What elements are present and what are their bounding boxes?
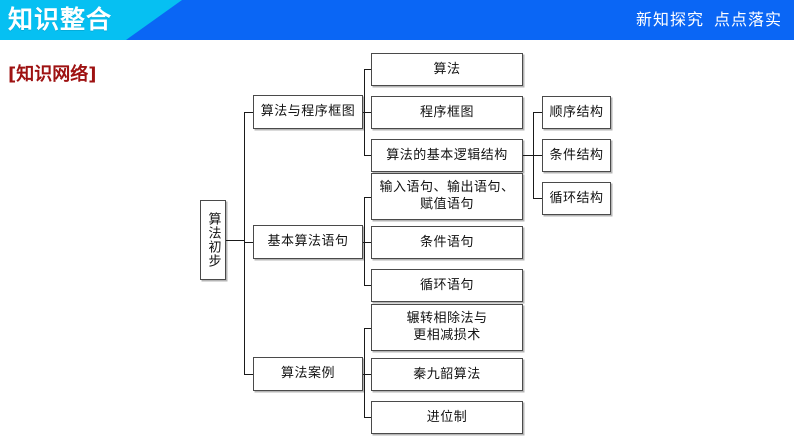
child-node-algorithm[interactable]: 算法 bbox=[371, 53, 523, 86]
grandchild-node-sequence-structure[interactable]: 顺序结构 bbox=[542, 96, 611, 129]
connector-child-3-2-stub bbox=[364, 374, 371, 375]
connector-grandchild-out bbox=[523, 155, 533, 156]
child-node-euclidean-and-subtraction-methods-line2: 更相减损术 bbox=[413, 327, 481, 343]
connector-grandchild-1-stub bbox=[533, 112, 542, 113]
child-node-conditional-statement[interactable]: 条件语句 bbox=[371, 226, 523, 259]
header-tagline: 新知探究点点落实 bbox=[636, 0, 782, 40]
connector-branch-1-stub bbox=[244, 112, 253, 113]
connector-child-2-2-stub bbox=[364, 242, 371, 243]
connector-child-1-2-stub bbox=[364, 112, 371, 113]
connector-child-3-1-stub bbox=[364, 328, 371, 329]
connector-child-2-1-stub bbox=[364, 197, 371, 198]
child-node-number-base-system[interactable]: 进位制 bbox=[371, 401, 523, 434]
connector-grandchild-2-stub bbox=[533, 155, 542, 156]
child-node-qin-jiushao-algorithm[interactable]: 秦九韶算法 bbox=[371, 358, 523, 391]
branch-node-algorithm-cases[interactable]: 算法案例 bbox=[253, 357, 363, 391]
section-label: [知识网络] bbox=[8, 64, 97, 85]
connector-child-1-3-stub bbox=[364, 155, 371, 156]
header-tagline-part-2: 点点落实 bbox=[713, 10, 782, 29]
page-header: 知识整合 新知探究点点落实 bbox=[0, 0, 794, 40]
connector-branch-2-spine bbox=[364, 197, 365, 285]
header-tagline-part-1: 新知探究 bbox=[635, 10, 704, 29]
grandchild-node-conditional-structure[interactable]: 条件结构 bbox=[542, 139, 611, 172]
connector-branch-3-stub bbox=[244, 374, 253, 375]
connector-root-stub bbox=[226, 240, 244, 241]
child-node-io-assignment-statements-line2: 赋值语句 bbox=[419, 196, 474, 212]
child-node-basic-logic-structures[interactable]: 算法的基本逻辑结构 bbox=[371, 139, 523, 172]
child-node-euclidean-and-subtraction-methods[interactable]: 辗转相除法与 更相减损术 bbox=[371, 304, 523, 351]
connector-branch-2-stub bbox=[244, 242, 253, 243]
connector-child-3-3-stub bbox=[364, 417, 371, 418]
connector-grandchild-3-stub bbox=[533, 198, 542, 199]
connector-root-spine bbox=[244, 112, 245, 374]
child-node-loop-statement[interactable]: 循环语句 bbox=[371, 269, 523, 302]
connector-child-1-1-stub bbox=[364, 69, 371, 70]
root-node-algorithm-basics[interactable]: 算法初步 bbox=[200, 200, 226, 280]
connector-child-2-3-stub bbox=[364, 285, 371, 286]
child-node-io-assignment-statements-line1: 输入语句、输出语句、 bbox=[379, 180, 515, 196]
page-title: 知识整合 bbox=[8, 5, 113, 34]
knowledge-network-diagram: 算法初步 算法与程序框图 算法 程序框图 算法的基本逻辑结构 顺序结构 条件结构… bbox=[0, 40, 794, 447]
branch-node-algorithm-and-flowchart[interactable]: 算法与程序框图 bbox=[253, 95, 363, 129]
child-node-io-assignment-statements[interactable]: 输入语句、输出语句、 赋值语句 bbox=[371, 173, 523, 220]
child-node-flowchart[interactable]: 程序框图 bbox=[371, 96, 523, 129]
child-node-euclidean-and-subtraction-methods-line1: 辗转相除法与 bbox=[406, 311, 488, 327]
connector-branch-3-spine bbox=[364, 328, 365, 417]
branch-node-basic-algorithm-statements[interactable]: 基本算法语句 bbox=[253, 225, 363, 259]
grandchild-node-loop-structure[interactable]: 循环结构 bbox=[542, 182, 611, 215]
